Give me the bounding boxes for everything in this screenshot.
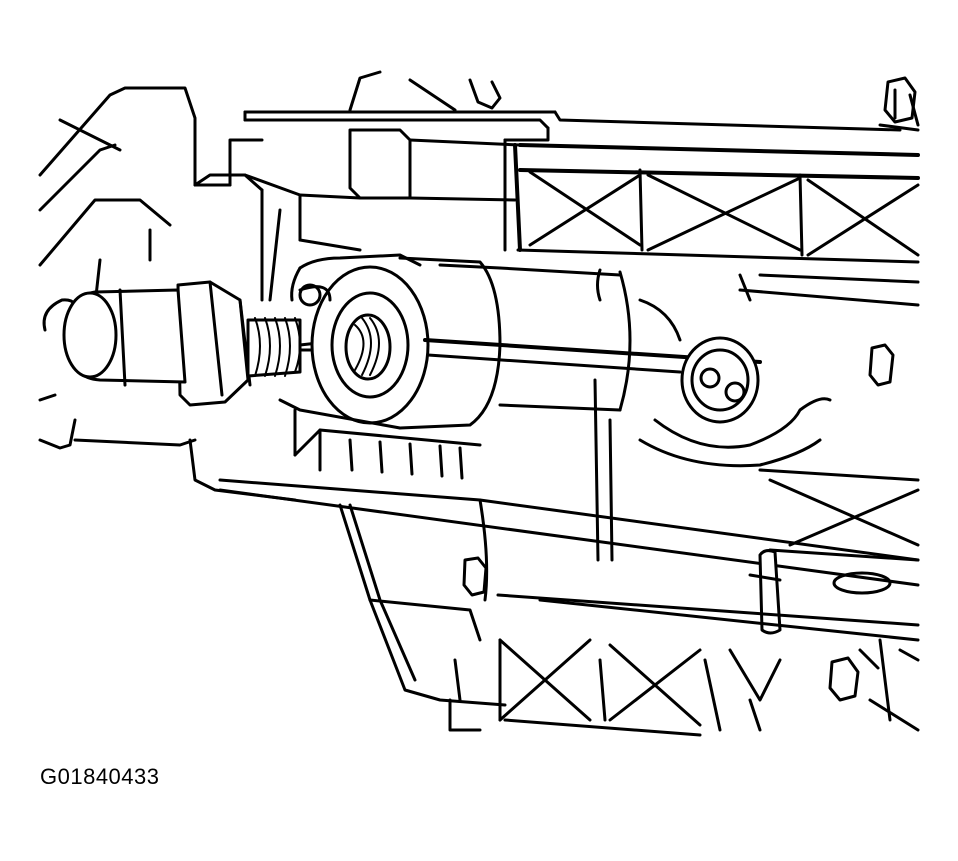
column-shaft xyxy=(423,266,832,468)
upper-cover xyxy=(243,70,902,252)
special-tool-bolt xyxy=(62,280,347,407)
column-frame xyxy=(503,76,920,387)
lower-frame xyxy=(338,503,920,737)
bearing-housing xyxy=(278,253,502,430)
figure-code-label: G01840433 xyxy=(40,764,160,789)
left-housing xyxy=(38,86,302,450)
lower-bracket xyxy=(188,378,920,642)
